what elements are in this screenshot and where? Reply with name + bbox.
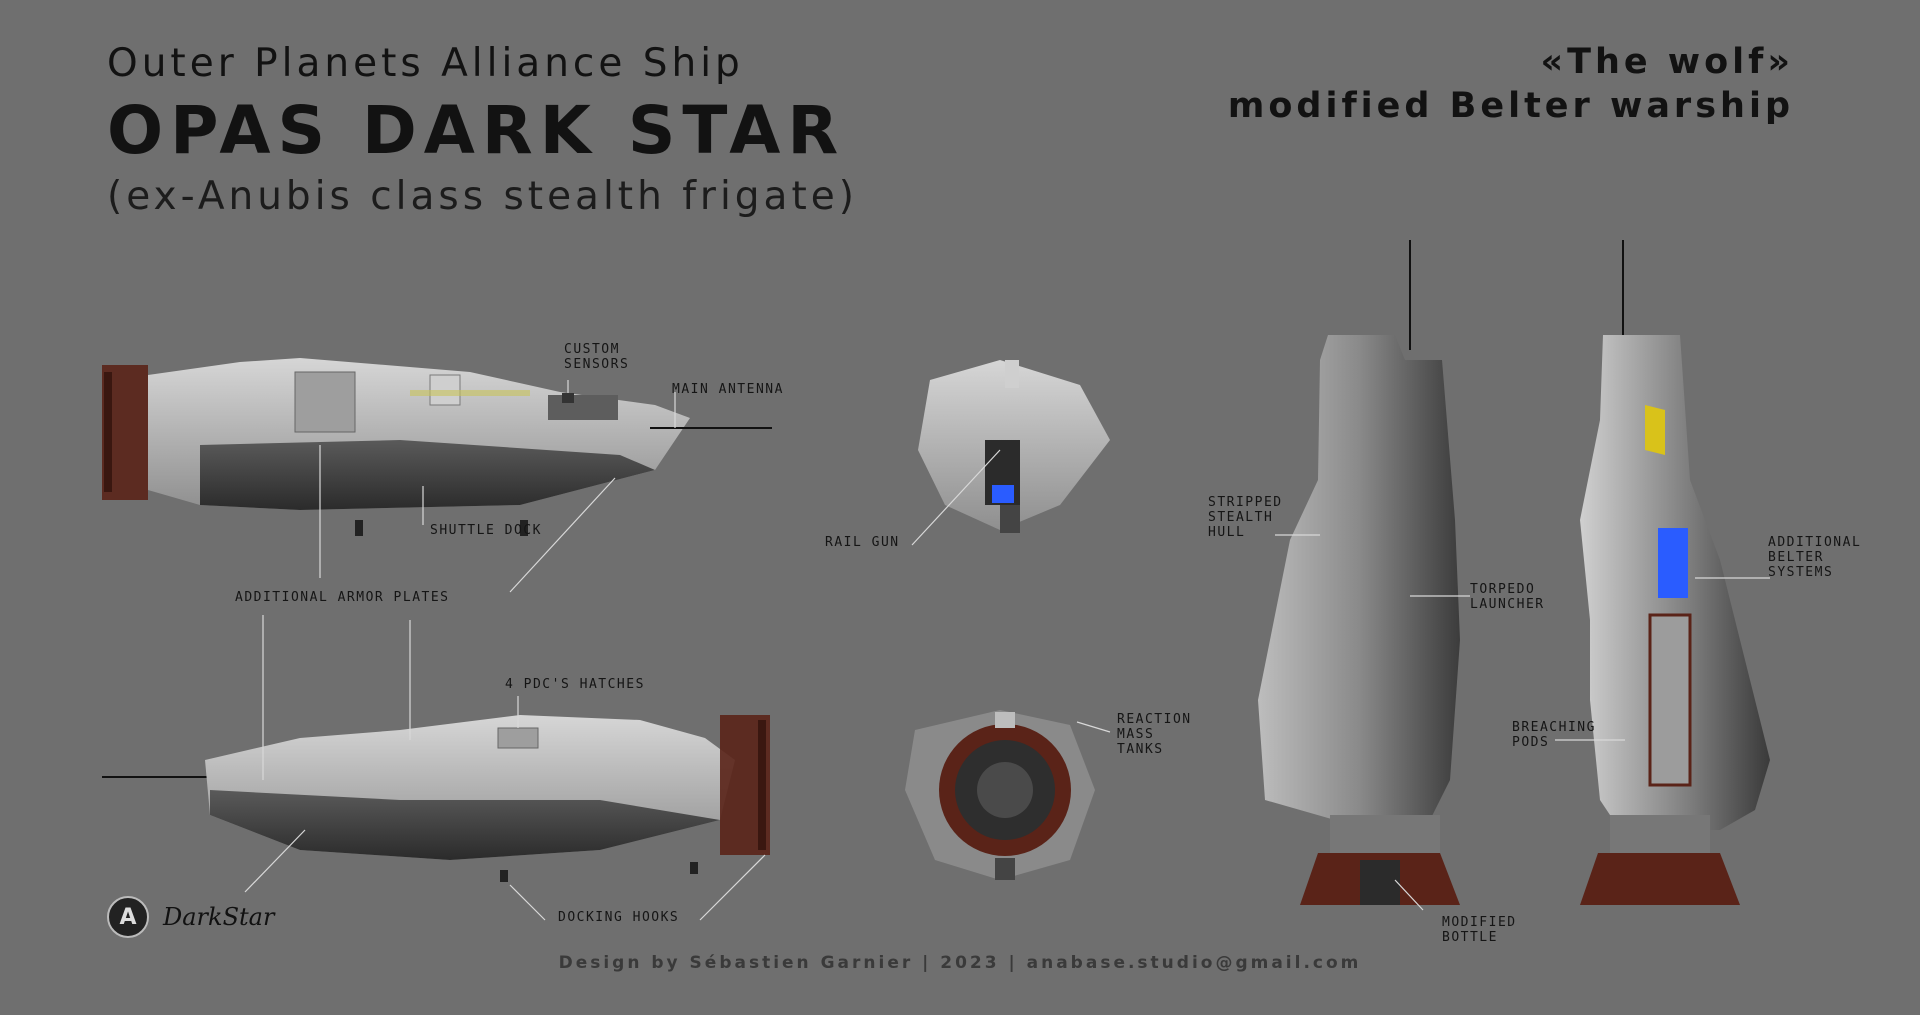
- label-reaction-mass-tanks: reaction mass tanks: [1117, 712, 1192, 757]
- callout-lines: [244, 380, 1770, 921]
- page-title: OPAS DARK STAR: [107, 92, 846, 169]
- ship-top-view-1: [1258, 240, 1460, 905]
- ship-description: modified Belter warship: [1227, 86, 1794, 126]
- design-credit: Design by Sébastien Garnier | 2023 | ana…: [558, 953, 1362, 973]
- darkstar-logo: A DarkStar: [107, 896, 274, 938]
- label-custom-sensors: custom sensors: [564, 342, 630, 372]
- logo-icon: A: [107, 896, 149, 938]
- label-main-antenna: main antenna: [672, 382, 784, 397]
- label-rail-gun: rail gun: [825, 535, 900, 550]
- label-pdc-hatches: 4 PDC's hatches: [505, 677, 645, 692]
- ship-top-view-2: [1580, 240, 1770, 905]
- ship-side-view-top: [102, 358, 772, 536]
- nickname: «The wolf»: [1540, 42, 1794, 82]
- logo-text: DarkStar: [163, 903, 275, 931]
- label-torpedo-launcher: torpedo launcher: [1470, 582, 1545, 612]
- label-modified-bottle: modified bottle: [1442, 915, 1517, 945]
- title-block: Outer Planets Alliance Ship OPAS DARK ST…: [107, 38, 858, 222]
- label-breaching-pods: breaching pods: [1512, 720, 1596, 750]
- ship-side-view-bottom: [102, 715, 770, 882]
- label-stealth-hull: stripped stealth hull: [1208, 495, 1283, 540]
- subtitle-top: Outer Planets Alliance Ship: [107, 41, 744, 86]
- ship-class: (ex-Anubis class stealth frigate): [107, 174, 858, 219]
- label-docking-hooks: docking hooks: [558, 910, 680, 925]
- label-belter-systems: additional belter systems: [1768, 535, 1862, 580]
- ship-rear-view: [905, 710, 1095, 880]
- label-armor-plates: additional armor plates: [235, 590, 450, 605]
- nickname-block: «The wolf» modified Belter warship: [1228, 40, 1794, 128]
- label-shuttle-dock: shuttle dock: [430, 523, 542, 538]
